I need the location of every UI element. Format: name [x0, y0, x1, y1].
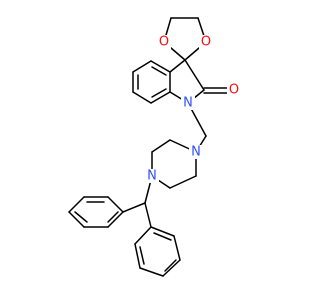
atom-label-background: [227, 83, 241, 97]
bond: [68, 211, 85, 228]
oxygen-atom-label: O: [159, 35, 169, 50]
bond: [150, 91, 171, 104]
bond: [173, 235, 181, 261]
bond: [162, 259, 181, 277]
bond: [139, 267, 164, 277]
atom-label-background: [199, 35, 213, 49]
bond: [151, 66, 167, 76]
atom-label-background: [157, 35, 171, 49]
bond: [134, 243, 141, 269]
atom-label-background: [181, 96, 195, 110]
benzhydryl-group: [122, 175, 153, 228]
nitrogen-atom-label: N: [183, 96, 193, 111]
bottom-phenyl-ring: [134, 226, 181, 277]
nitrogen-atom-label: N: [147, 169, 157, 184]
bond: [68, 196, 85, 213]
bond: [184, 59, 205, 91]
bond: [151, 88, 167, 98]
atom-label-background: [145, 169, 159, 183]
bond: [132, 91, 152, 104]
bond: [144, 202, 152, 228]
bond: [169, 59, 186, 73]
structure-svg: O O O N N N: [68, 17, 241, 277]
bond: [107, 196, 124, 213]
indoline-benzene-ring: [132, 60, 171, 104]
molecule-diagram: O O O N N N: [68, 17, 241, 277]
bond: [150, 60, 171, 73]
carbonyl-bond: [203, 87, 229, 94]
bond: [139, 246, 145, 265]
nitrogen-atom-label: N: [191, 145, 201, 160]
bond: [169, 175, 197, 189]
oxygen-atom-label: O: [201, 35, 211, 50]
atom-label-background: [189, 145, 203, 159]
bond: [150, 226, 175, 237]
bond: [151, 139, 171, 153]
bond: [74, 211, 88, 223]
oxygen-atom-label: O: [229, 83, 239, 98]
bond: [107, 211, 119, 223]
bond: [153, 232, 172, 241]
bond: [164, 259, 177, 272]
bond: [107, 211, 124, 228]
left-phenyl-ring: [68, 196, 124, 228]
bond: [122, 202, 146, 213]
atom-labels: O O O N N N: [145, 35, 241, 184]
bond: [132, 60, 152, 73]
bond: [134, 226, 152, 245]
